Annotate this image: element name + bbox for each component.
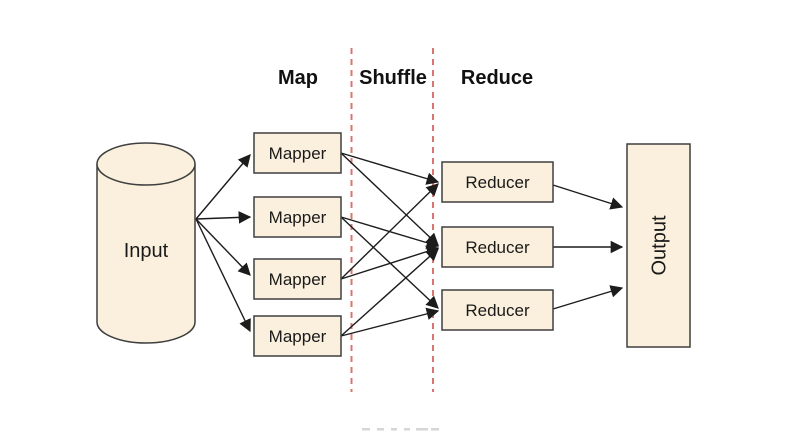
- node-reducer-3: Reducer: [441, 289, 554, 331]
- node-output: Output: [626, 143, 691, 348]
- edge-mapper1-reducer1: [340, 152, 440, 185]
- mapper2-box: [253, 196, 342, 238]
- edges-shuffle: [340, 152, 440, 337]
- mapper1-box: [253, 132, 342, 174]
- edge-mapper3-reducer1: [340, 183, 439, 280]
- mapper3-label: Mapper: [269, 270, 327, 289]
- edge-input-mapper1: [195, 154, 251, 220]
- node-mapper-4: Mapper: [253, 315, 342, 357]
- edge-mapper4-reducer2: [340, 248, 439, 337]
- edges-input-to-mappers: [195, 154, 252, 333]
- reducer1-label: Reducer: [465, 173, 530, 192]
- mapper1-label: Mapper: [269, 144, 327, 163]
- phase-label-reduce: Reduce: [461, 67, 533, 89]
- edge-input-mapper4: [195, 218, 251, 333]
- edge-mapper2-reducer3: [340, 216, 439, 309]
- edge-input-mapper2: [195, 211, 252, 224]
- node-reducer-2: Reducer: [441, 226, 554, 268]
- edge-mapper3-reducer2: [340, 245, 440, 280]
- output-box: [626, 143, 691, 348]
- input-label: Input: [124, 240, 169, 262]
- edge-mapper4-reducer3: [340, 307, 440, 337]
- node-input: Input: [96, 142, 196, 344]
- node-mapper-1: Mapper: [253, 132, 342, 174]
- edge-reducer1-output: [552, 184, 624, 210]
- mapper2-label: Mapper: [269, 208, 327, 227]
- reducer3-label: Reducer: [465, 301, 530, 320]
- output-label: Output: [649, 215, 671, 275]
- reducer1-box: [441, 161, 554, 203]
- cropped-caption-fragments: [362, 428, 439, 431]
- edge-input-mapper3: [195, 218, 251, 276]
- node-reducer-1: Reducer: [441, 161, 554, 203]
- input-cylinder-body: [96, 164, 196, 344]
- phase-label-shuffle: Shuffle: [359, 67, 427, 89]
- node-mapper-3: Mapper: [253, 258, 342, 300]
- mapper4-label: Mapper: [269, 327, 327, 346]
- reducer3-box: [441, 289, 554, 331]
- reducer2-box: [441, 226, 554, 268]
- mapper4-box: [253, 315, 342, 357]
- input-cylinder-top: [96, 142, 196, 186]
- phase-label-map: Map: [278, 67, 318, 89]
- reducer2-label: Reducer: [465, 238, 530, 257]
- node-mapper-2: Mapper: [253, 196, 342, 238]
- edges-reducers-to-output: [552, 184, 624, 310]
- mapper3-box: [253, 258, 342, 300]
- edge-mapper1-reducer2: [340, 152, 439, 246]
- edge-reducer3-output: [552, 285, 624, 310]
